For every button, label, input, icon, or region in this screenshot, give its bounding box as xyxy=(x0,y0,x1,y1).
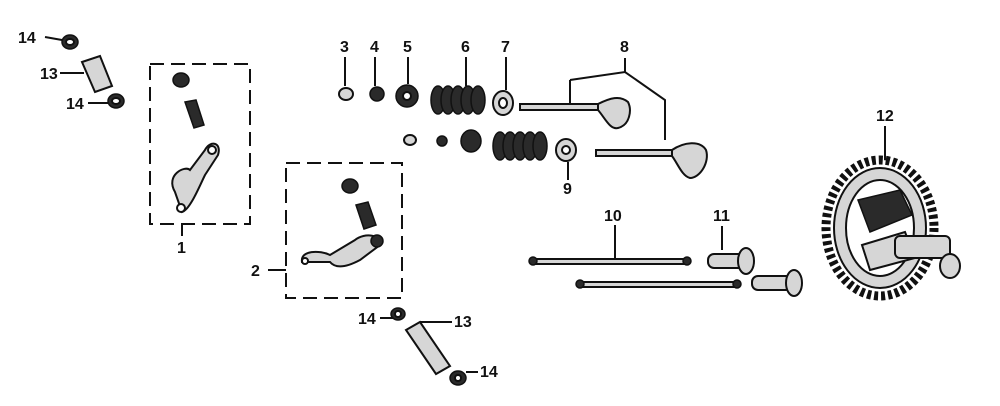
label-14-mid: 14 xyxy=(66,96,84,113)
label-6: 6 xyxy=(461,39,470,56)
label-14-bottom-left: 14 xyxy=(358,311,376,328)
label-10: 10 xyxy=(604,208,622,225)
label-5: 5 xyxy=(403,39,412,56)
label-14-top: 14 xyxy=(18,30,36,47)
label-7: 7 xyxy=(501,39,510,56)
label-1: 1 xyxy=(177,240,186,257)
pin-13-top-left xyxy=(44,34,125,109)
valves-8 xyxy=(519,58,708,180)
valve-spring-upper xyxy=(430,85,486,115)
valve-train-parts xyxy=(338,57,577,180)
label-2: 2 xyxy=(251,263,260,280)
push-rods-10 xyxy=(528,225,742,289)
rocker-arm-assembly-1 xyxy=(149,63,251,236)
label-9: 9 xyxy=(563,181,572,198)
label-12: 12 xyxy=(876,108,894,125)
label-4: 4 xyxy=(370,39,379,56)
label-13-bottom: 13 xyxy=(454,314,472,331)
camshaft-gear-12 xyxy=(821,126,961,301)
label-13-top: 13 xyxy=(40,66,58,83)
valve-spring-lower xyxy=(492,131,548,161)
label-11: 11 xyxy=(713,208,730,225)
tappets-11 xyxy=(707,226,803,297)
label-8: 8 xyxy=(620,39,629,56)
label-14-bottom-right: 14 xyxy=(480,364,498,381)
pin-13-bottom xyxy=(380,307,478,386)
part-number-labels: 14 13 14 1 2 3 4 5 6 7 8 9 10 11 12 14 1… xyxy=(18,30,894,381)
rocker-arm-assembly-2 xyxy=(268,162,403,299)
label-3: 3 xyxy=(340,39,349,56)
